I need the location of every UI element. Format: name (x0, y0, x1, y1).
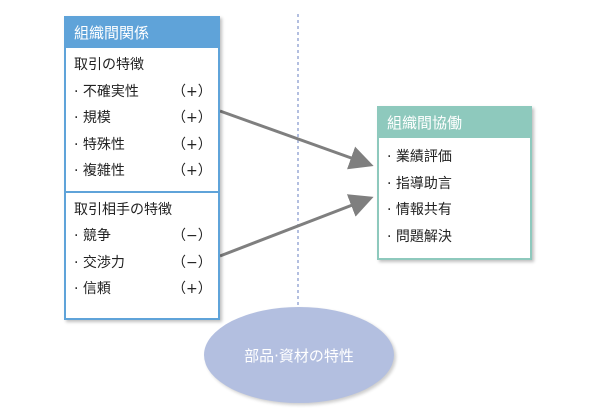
list-item: · 信頼 （+） (74, 276, 218, 303)
section-title: 取引相手の特徴 (74, 201, 172, 218)
item-sign: （+） (172, 136, 212, 153)
item-sign: （+） (172, 163, 212, 179)
list-item: · 複雑性 （+） (74, 158, 218, 185)
collaboration-items: · 業績評価 · 指導助言 · 情報共有 · 問題解決 (379, 138, 530, 250)
list-item: · 規模 （+） (74, 105, 218, 132)
box-header: 組織間協働 (379, 108, 530, 138)
partner-characteristics-section: 取引相手の特徴 · 競争 （−） · 交渉力 （−） · 信頼 （+） (66, 190, 218, 303)
moderator-ellipse: 部品·資材の特性 (204, 307, 394, 403)
list-item: · 問題解決 (387, 228, 452, 245)
item-label: · 不確実性 (74, 83, 139, 100)
list-item: · 特殊性 （+） (74, 132, 218, 159)
item-label: · 競争 (74, 228, 111, 244)
box-header: 組織間関係 (66, 18, 218, 48)
item-sign: （−） (172, 254, 212, 271)
list-item: · 交渉力 （−） (74, 250, 218, 277)
arrow-partner-to-collaboration (219, 194, 374, 258)
item-sign: （+） (172, 281, 212, 297)
list-item: · 不確実性 （+） (74, 79, 218, 106)
list-item: · 競争 （−） (74, 223, 218, 250)
item-sign: （+） (172, 110, 212, 126)
section-title: 取引の特徴 (74, 57, 144, 73)
list-item: · 情報共有 (387, 202, 452, 218)
item-sign: （−） (172, 228, 212, 244)
list-item: · 業績評価 (387, 149, 452, 165)
transaction-characteristics-section: 取引の特徴 · 不確実性 （+） · 規模 （+） · 特殊性 （+） · 複雑性 （+… (66, 48, 218, 185)
item-label: · 規模 (74, 110, 111, 126)
moderator-label: 部品·資材の特性 (244, 346, 354, 365)
arrow-transaction-to-collaboration (219, 109, 374, 170)
item-label: · 特殊性 (74, 136, 125, 153)
item-label: · 交渉力 (74, 254, 125, 271)
item-label: · 複雑性 (74, 163, 125, 179)
list-item: · 指導助言 (387, 175, 452, 192)
inter-org-collaboration-box: 組織間協働 · 業績評価 · 指導助言 · 情報共有 · 問題解決 (377, 106, 532, 260)
item-sign: （+） (172, 83, 212, 100)
inter-org-relationship-box: 組織間関係 取引の特徴 · 不確実性 （+） · 規模 （+） · 特殊性 （+） ·… (64, 16, 220, 320)
item-label: · 信頼 (74, 281, 111, 297)
